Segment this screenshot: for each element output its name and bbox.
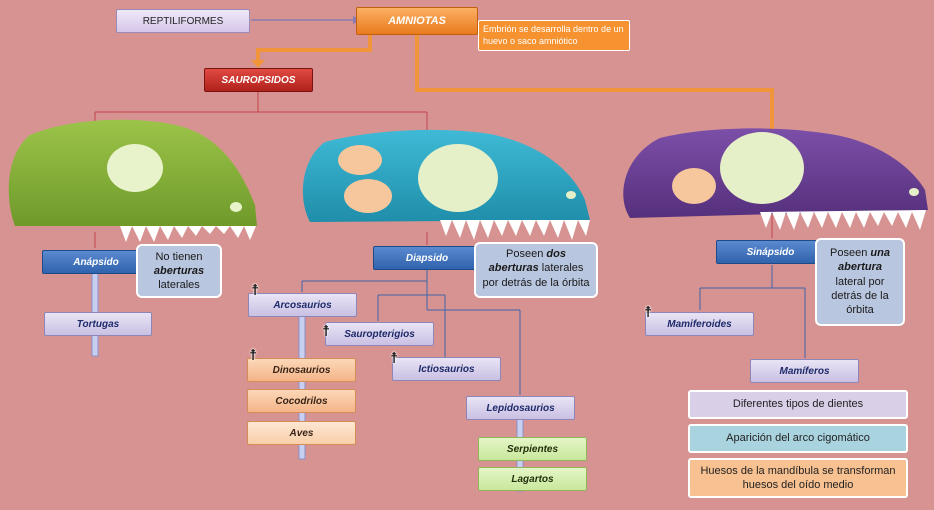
sauropsidos-node: SAUROPSIDOS (204, 68, 313, 92)
skull-synapsid-illustration (623, 128, 928, 230)
reptiliformes-node: REPTILIFORMES (116, 9, 250, 33)
anapsido-node: Anápsido (42, 250, 150, 274)
cocodrilos-node: Cocodrilos (247, 389, 356, 413)
amniotas-node: AMNIOTAS (356, 7, 478, 35)
amniotas-arrows (251, 19, 774, 132)
mamiferos-node: Mamíferos (750, 359, 859, 383)
sinapsido-note-bold: una abertura (837, 247, 890, 274)
anapsido-note-pre: No tienen (155, 250, 203, 263)
diapsido-note-pre: Poseen (506, 248, 547, 260)
diapsido-note-bold: dos aberturas (488, 248, 566, 275)
aves-node: Aves (247, 421, 356, 445)
extinct-cross-icon: ☨ (322, 322, 331, 340)
extinct-cross-icon: ☨ (390, 349, 399, 367)
extinct-cross-icon: ☨ (251, 281, 260, 299)
diapsido-description: Poseen dos aberturas laterales por detrá… (474, 242, 598, 298)
sinapsido-note-post: lateral por detrás de la órbita (831, 275, 889, 317)
dinosaurios-node: Dinosaurios (247, 358, 356, 382)
lepidosaurios-node: Lepidosaurios (466, 396, 575, 420)
anapsido-note-post: laterales (158, 279, 200, 292)
sinapsido-note-pre: Poseen (830, 247, 871, 259)
amniotas-description: Embrión se desarrolla dentro de un huevo… (478, 20, 630, 51)
sauropterigios-node: Sauropterigios (325, 322, 434, 346)
tortugas-node: Tortugas (44, 312, 152, 336)
sinapsido-node: Sinápsido (716, 240, 825, 264)
serpientes-node: Serpientes (478, 437, 587, 461)
anapsido-description: No tienen aberturas laterales (136, 244, 222, 298)
trait-zygomatic-arch: Aparición del arco cigomático (688, 424, 908, 453)
skull-anapsid-illustration (8, 119, 257, 242)
sinapsido-description: Poseen una abertura lateral por detrás d… (815, 238, 905, 326)
anapsido-note-bold: aberturas (153, 264, 205, 277)
diapsido-branch-lines (301, 265, 806, 395)
lagartos-node: Lagartos (478, 467, 587, 491)
diapsido-node: Diapsido (373, 246, 481, 270)
connector-lines (94, 92, 773, 248)
diapsido-note-post: laterales por detrás de la órbita (482, 262, 590, 289)
skull-diapsid-illustration (302, 129, 590, 240)
arcosaurios-node: Arcosaurios (248, 293, 357, 317)
extinct-cross-icon: ☨ (249, 346, 258, 364)
mamiferoides-node: Mamiferoides (645, 312, 754, 336)
ictiosaurios-node: Ictiosaurios (392, 357, 501, 381)
trait-middle-ear-bones: Huesos de la mandíbula se transforman hu… (688, 458, 908, 498)
arrowhead-sauropsidos (251, 60, 265, 68)
extinct-cross-icon: ☨ (644, 303, 653, 321)
trait-teeth: Diferentes tipos de dientes (688, 390, 908, 419)
